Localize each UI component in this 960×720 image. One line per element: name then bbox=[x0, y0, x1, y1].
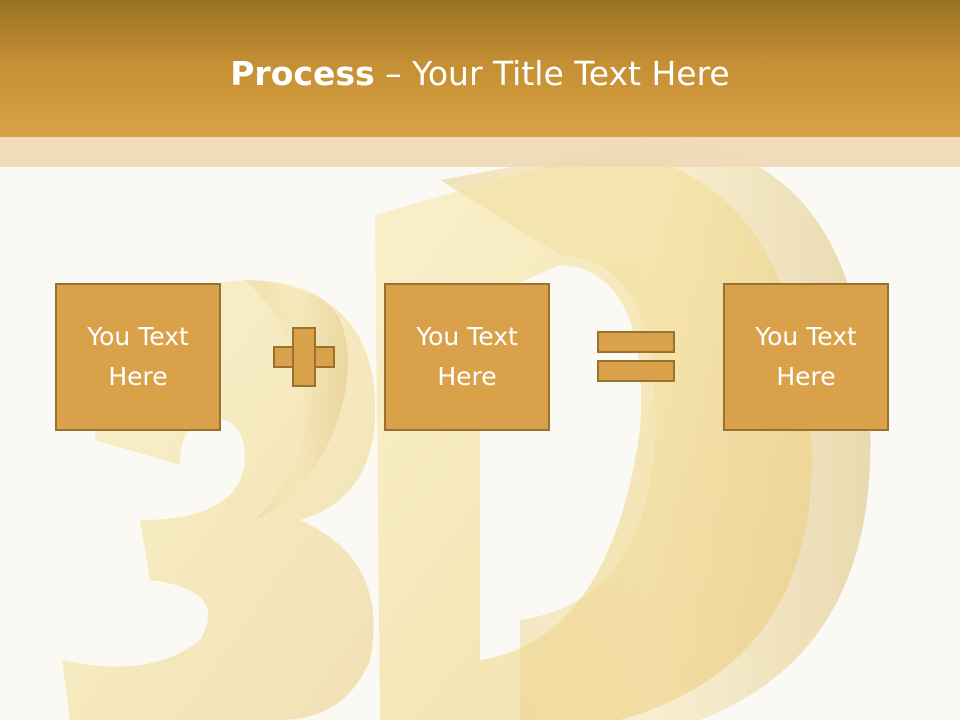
header-accent-strip bbox=[0, 137, 960, 167]
title-bold-part: Process bbox=[230, 54, 375, 93]
slide-title: Process – Your Title Text Here bbox=[0, 52, 960, 96]
process-box-3-line1: You Text bbox=[755, 322, 857, 351]
process-box-2[interactable]: You Text Here bbox=[384, 283, 550, 431]
equals-icon-top-bar bbox=[597, 331, 675, 353]
process-box-3-line2: Here bbox=[776, 362, 836, 391]
equals-icon-bottom-bar bbox=[597, 360, 675, 382]
process-box-2-text: You Text Here bbox=[402, 317, 532, 397]
process-box-2-line1: You Text bbox=[416, 322, 518, 351]
process-box-1[interactable]: You Text Here bbox=[55, 283, 221, 431]
process-box-3-text: You Text Here bbox=[741, 317, 871, 397]
process-box-1-line1: You Text bbox=[87, 322, 189, 351]
header-bar bbox=[0, 0, 960, 137]
title-rest-part: – Your Title Text Here bbox=[374, 54, 730, 93]
process-box-3[interactable]: You Text Here bbox=[723, 283, 889, 431]
plus-icon-center bbox=[294, 348, 314, 366]
process-box-1-line2: Here bbox=[108, 362, 168, 391]
process-box-2-line2: Here bbox=[437, 362, 497, 391]
process-box-1-text: You Text Here bbox=[73, 317, 203, 397]
